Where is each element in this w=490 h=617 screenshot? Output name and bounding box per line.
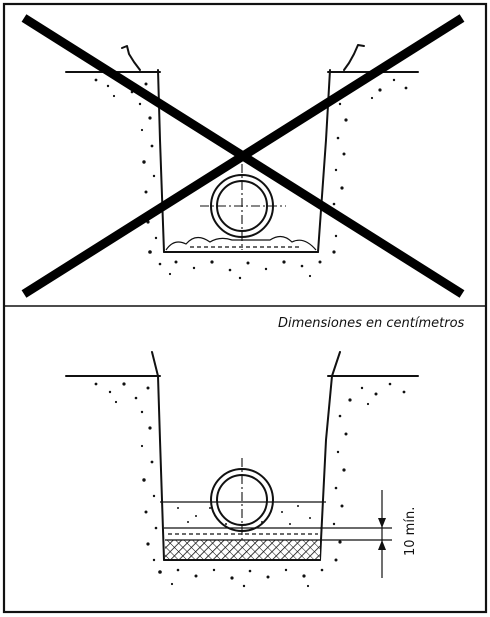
- dimension-arrow-top: [378, 518, 386, 528]
- trench-wall-left: [151, 351, 165, 561]
- soil-speckles-top: [94, 77, 408, 280]
- dimension-label: 10 mín.: [403, 507, 418, 556]
- edge-tuft-right: [343, 44, 365, 71]
- units-caption: Dimensiones en centímetros: [278, 316, 465, 331]
- panel-incorrect: [21, 14, 465, 298]
- cross-stroke-2: [21, 14, 465, 298]
- soil-speckles-bottom: [94, 382, 406, 588]
- compacted-bedding-crosshatch: [165, 540, 320, 559]
- edge-tuft-left: [121, 45, 141, 71]
- dimension-arrow-bottom: [378, 540, 386, 550]
- trench-wall-right: [317, 69, 331, 253]
- trench-wall-right: [319, 351, 341, 561]
- panel-correct: 10 mín.: [65, 351, 419, 588]
- dimension-marker: 10 mín.: [320, 490, 418, 578]
- trench-wall-left: [157, 69, 165, 253]
- wrong-cross-mark: [21, 14, 465, 298]
- irregular-bedding: [165, 235, 317, 251]
